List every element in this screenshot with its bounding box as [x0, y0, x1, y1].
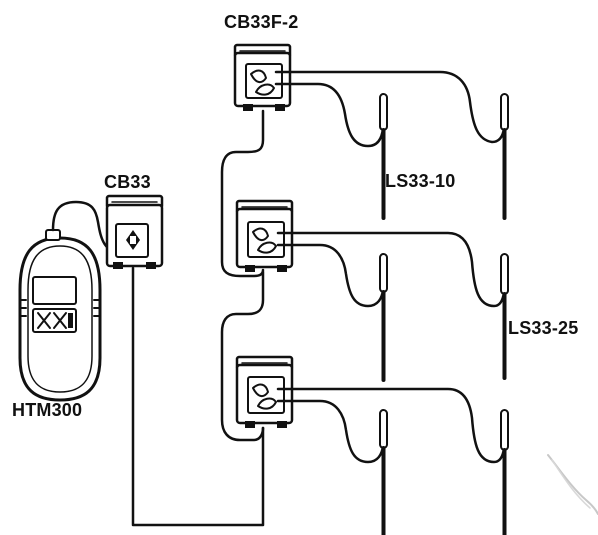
probe-cables-middle — [276, 231, 506, 308]
cb33f2-label: CB33F-2 — [224, 12, 299, 32]
htm300-label: HTM300 — [12, 400, 83, 420]
sensor-probe-icon — [500, 409, 509, 451]
sensor-probes — [379, 93, 509, 535]
cable-meter-to-cb33 — [51, 200, 126, 256]
meter-screen — [32, 276, 77, 305]
meter-keypad — [32, 308, 77, 333]
probe-cables-top — [274, 70, 506, 148]
sensor-probe-icon — [500, 93, 509, 131]
ls3310-label: LS33-10 — [385, 171, 456, 191]
htm300-meter-icon — [18, 229, 102, 402]
splitter-bottom-icon — [235, 355, 294, 428]
trunk-cable — [131, 266, 265, 527]
sensor-probe-icon — [500, 253, 509, 295]
ls3325-label: LS33-25 — [508, 318, 579, 338]
cb33f2-splitter-top-icon — [233, 43, 292, 111]
sensor-probe-icon — [379, 93, 388, 131]
splitter-middle-icon — [235, 199, 294, 272]
cb33-junction-box-icon — [105, 194, 164, 269]
faint-background-stroke — [547, 454, 598, 515]
sensor-probe-icon — [379, 253, 388, 293]
chain-cable-2-3 — [220, 270, 265, 442]
chain-cable-1-2 — [220, 109, 265, 278]
probe-cables-bottom — [276, 387, 506, 464]
cb33-label: CB33 — [104, 172, 151, 192]
sensor-probe-icon — [379, 409, 388, 449]
